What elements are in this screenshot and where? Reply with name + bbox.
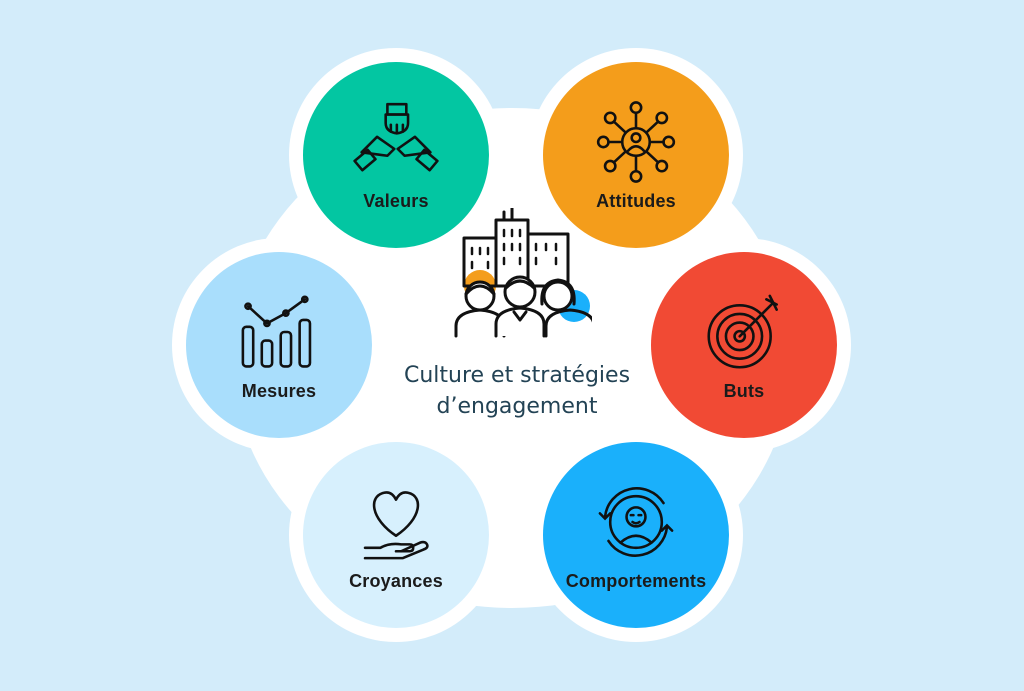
hands-together-icon — [353, 102, 439, 171]
label-comportements: Comportements — [565, 570, 707, 591]
center-title: Culture et stratégies d’engagement — [362, 360, 672, 422]
team-city-icon — [454, 208, 592, 338]
node-buts: Buts — [651, 252, 837, 438]
center-title-line1: Culture et stratégies — [403, 363, 631, 388]
person-cycle-icon — [598, 486, 674, 557]
bar-line-chart-icon — [241, 294, 312, 368]
heart-hand-icon — [363, 490, 429, 559]
center-title-line2: d’engagement — [436, 394, 598, 419]
label-valeurs: Valeurs — [363, 190, 429, 211]
node-croyances: Croyances — [303, 442, 489, 628]
label-attitudes: Attitudes — [596, 190, 676, 211]
node-attitudes: Attitudes — [543, 62, 729, 248]
target-arrow-icon — [707, 294, 778, 369]
node-valeurs: Valeurs — [303, 62, 489, 248]
label-buts: Buts — [723, 380, 765, 401]
node-comportements: Comportements — [543, 442, 729, 628]
label-croyances: Croyances — [349, 570, 443, 591]
node-mesures: Mesures — [186, 252, 372, 438]
label-mesures: Mesures — [241, 380, 317, 401]
network-person-icon — [596, 100, 676, 183]
